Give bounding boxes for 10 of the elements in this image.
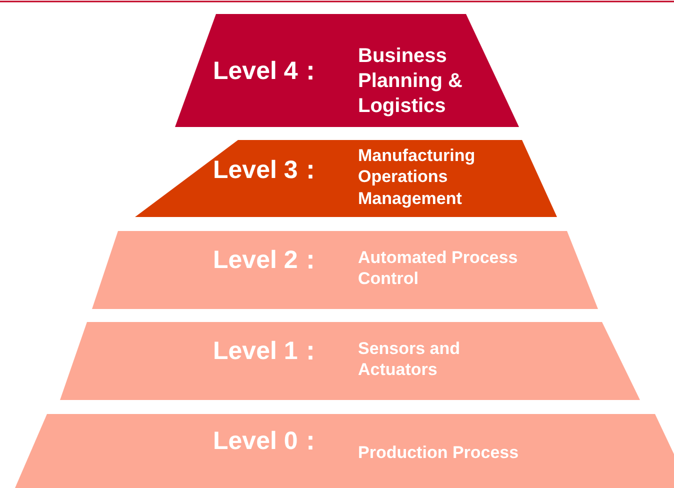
level-label: Level 0： (213, 426, 323, 457)
level-label: Level 4： (213, 56, 323, 87)
level-description: Manufacturing Operations Management (358, 145, 476, 209)
level-label: Level 1： (213, 336, 323, 367)
level-label: Level 2： (213, 245, 323, 276)
level-description: Business Planning & Logistics (358, 44, 464, 119)
level-label: Level 3： (213, 155, 323, 186)
level-description: Sensors and Actuators (358, 338, 462, 380)
level-description: Automated Process Control (358, 247, 519, 290)
level-description: Production Process (358, 442, 520, 464)
